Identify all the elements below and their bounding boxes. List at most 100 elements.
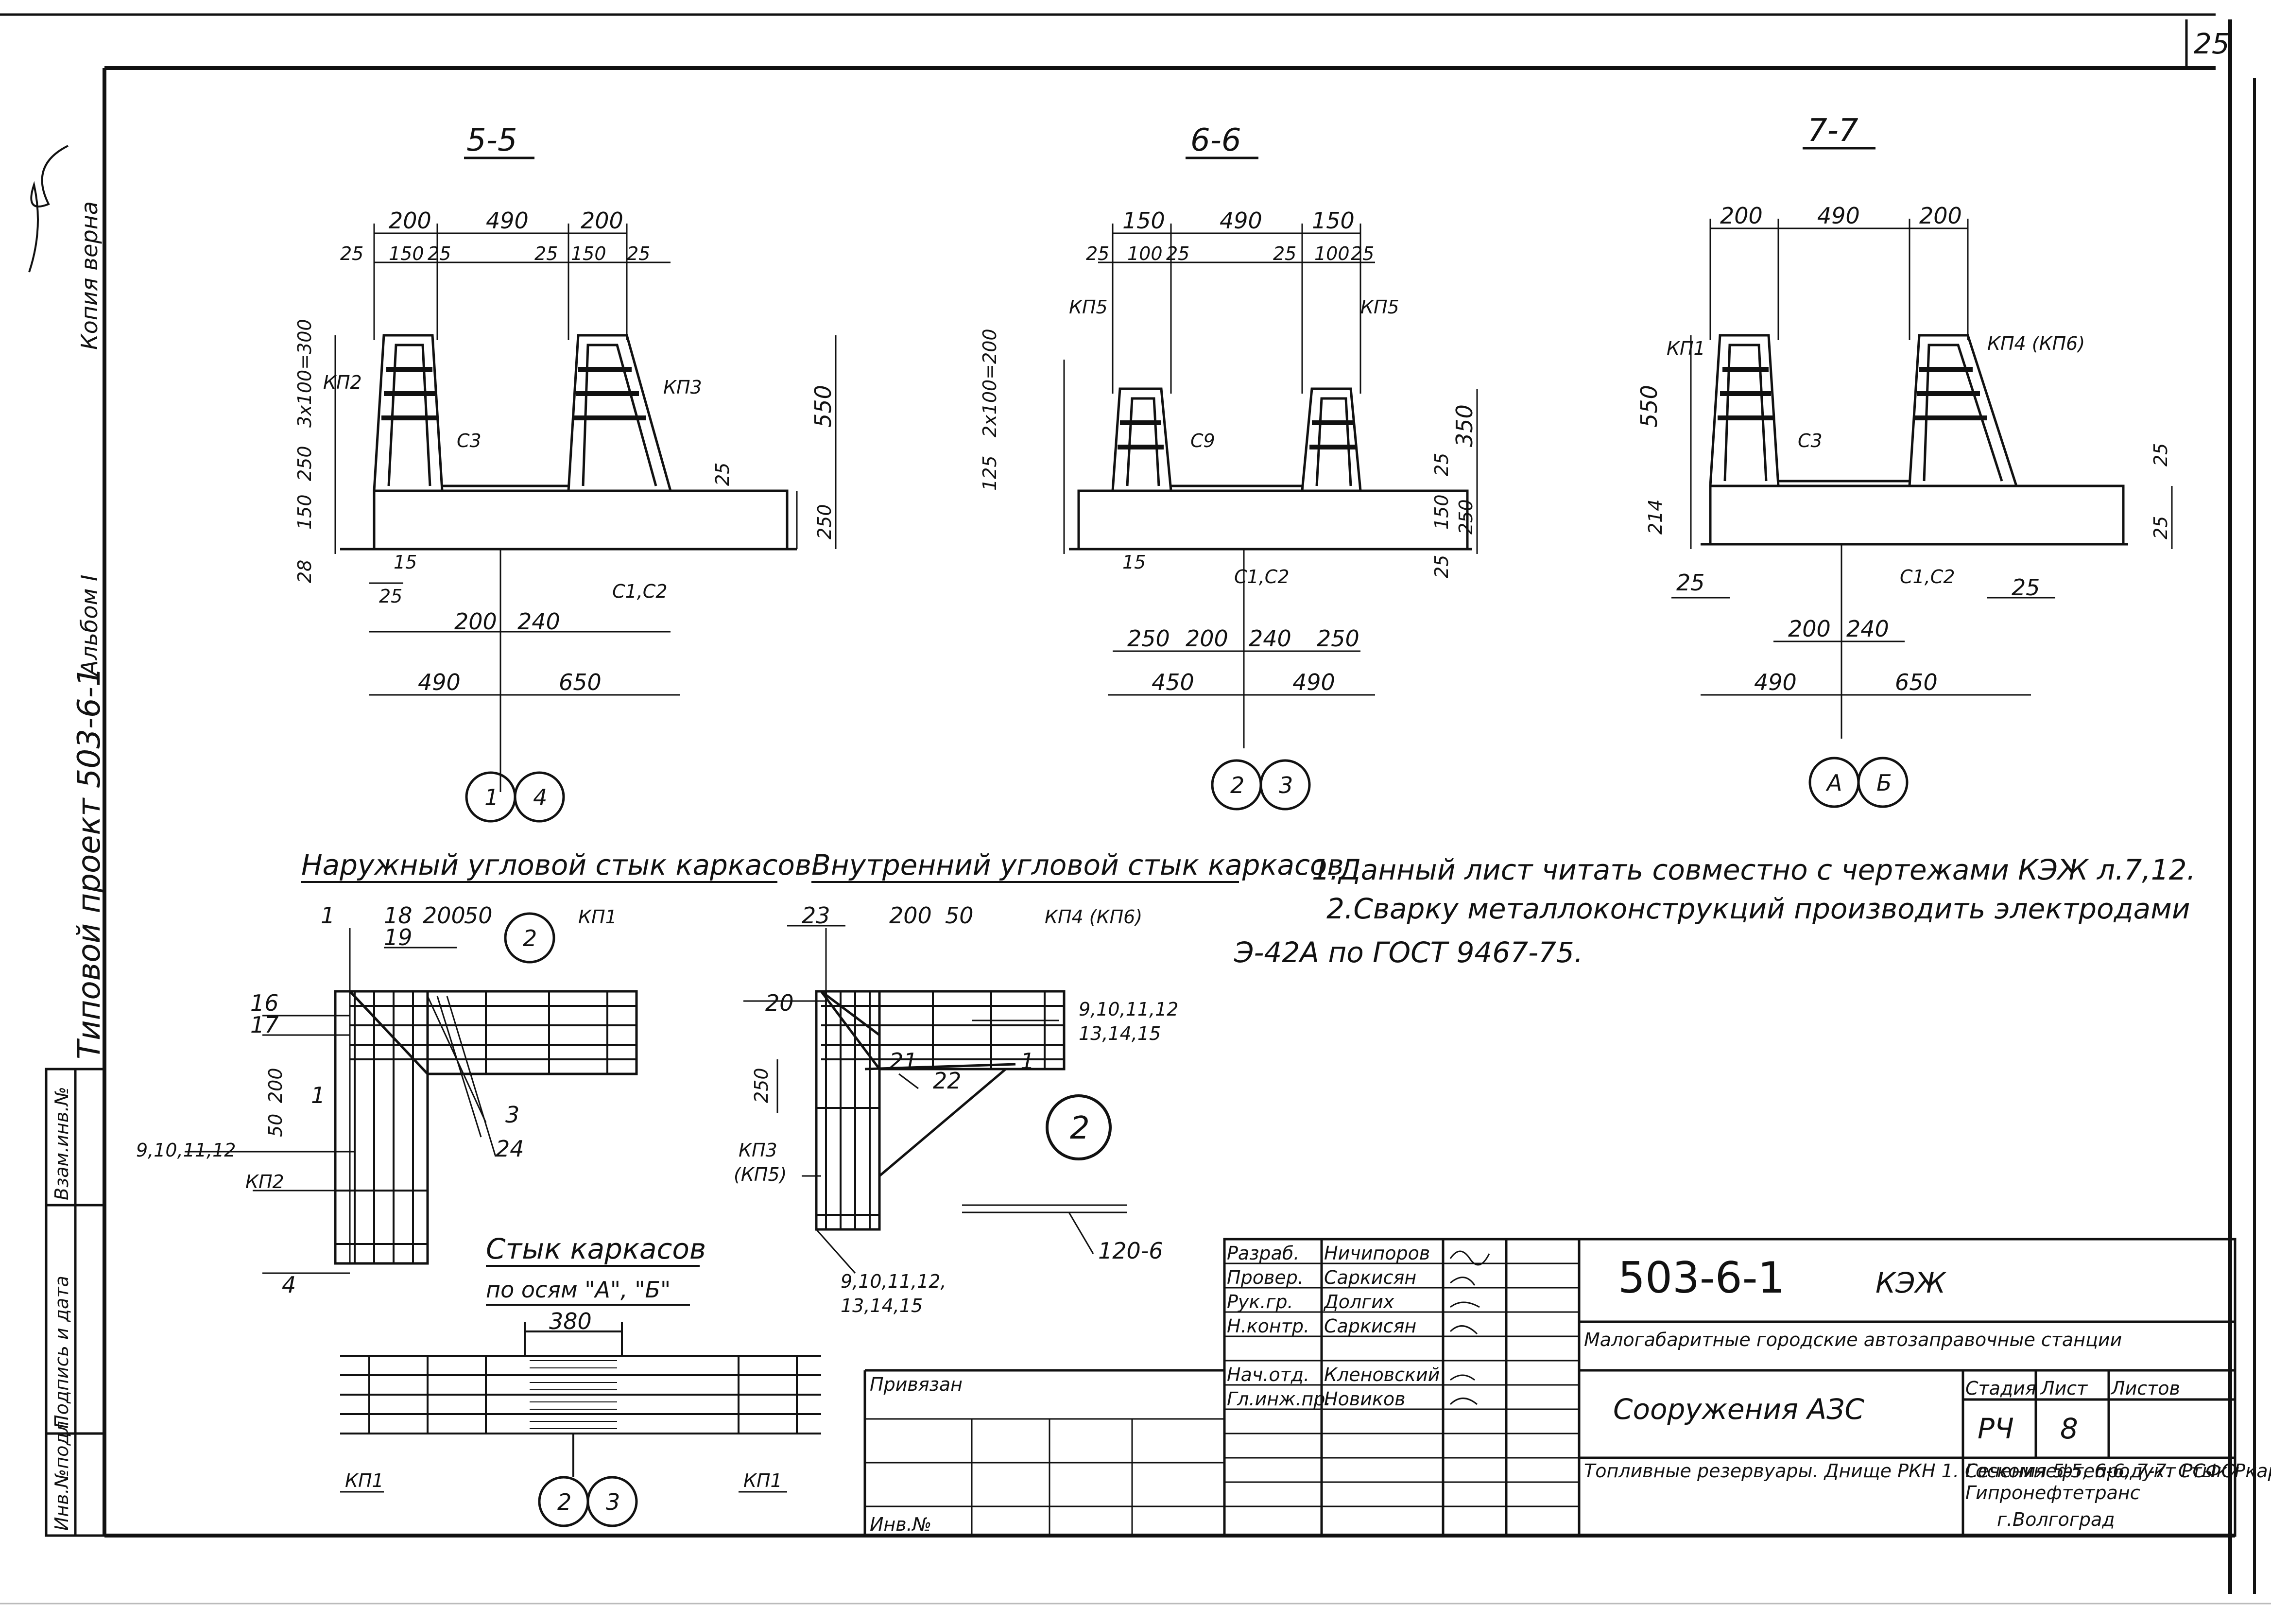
dim: 200 [889,902,932,929]
dim: 23 [802,902,830,929]
dim: 650 [559,669,602,695]
axis-joint-title1: Стык каркасов [486,1232,706,1265]
dim: 490 [1754,669,1797,695]
label: 13,14,15 [1079,1023,1161,1044]
axis-marker: 2 [1230,772,1244,798]
label: КП3 [663,377,702,398]
label: 1 [311,1082,325,1108]
dim: 15 [1122,552,1146,573]
label: 17 [250,1012,279,1038]
label: КП1 [1667,338,1705,359]
side-stamp: Копия верна Типовой проект 503-6-1 Альбо… [28,145,107,1537]
axis-marker: 3 [606,1489,620,1515]
sheets-label: Листов [2110,1378,2180,1399]
label: КП2 [245,1171,284,1192]
label: 19 [384,924,413,950]
dim: 490 [486,207,529,234]
dim: 25 [340,243,363,264]
dim: 550 [810,385,836,428]
label: 13,14,15 [841,1295,923,1316]
dim: 490 [418,669,461,695]
title-block: Разраб. Провер. Рук.гр. Н.контр. Нач.отд… [863,1238,2271,1537]
dim: 25 [1351,243,1374,264]
stamp-col-inv: Инв.№подл. [51,1415,72,1531]
label: 21 [889,1048,918,1074]
sheet-value: 8 [2060,1412,2078,1445]
label: С9 [1190,430,1215,451]
doc-code: 503-6-1 [1618,1253,1785,1303]
dim: 25 [1273,243,1296,264]
signature-marks [1449,1250,1490,1405]
project-text: Типовой проект 503-6-1 [71,667,107,1059]
privyazan-label: Привязан [870,1374,963,1395]
dim: 450 [1152,669,1194,695]
dim: 200 [1186,625,1228,652]
section-5-5: 5-5 200 [294,122,837,823]
sheet-label: Лист [2040,1378,2088,1399]
dim: 250 [1455,499,1477,535]
sheet-title: Топливные резервуары. Днище РКН 1. Сечен… [1584,1460,2271,1482]
label: 1 [321,902,335,929]
label: 3 [505,1102,519,1128]
doc-code-suffix: КЭЖ [1875,1266,1947,1299]
notes: 1.Данный лист читать совместно с чертежа… [1234,853,2196,969]
label: С3 [1798,430,1823,451]
label: 9,10,11,12, [841,1271,946,1292]
dim: 650 [1895,669,1938,695]
name: Саркисян [1324,1315,1416,1337]
dim: 15 [394,552,417,573]
section-title: 5-5 [466,122,517,158]
dim: 25 [379,586,402,607]
dim: 250 [814,504,835,539]
dim: 50 [945,902,974,929]
label: КП1 [578,906,617,928]
axis-joint-title2: по осям "А", "Б" [486,1277,671,1303]
note-3: Э-42А по ГОСТ 9467-75. [1234,936,1583,969]
dim: 200 [265,1068,286,1103]
dim: 150 [1312,207,1355,234]
album-text: Альбом I [76,575,103,677]
axis-marker: 2 [557,1489,571,1515]
label: 9,10,11,12 [1079,999,1178,1020]
dim: 240 [517,608,560,635]
dim: 490 [1220,207,1262,234]
note-1: 1.Данный лист читать совместно с чертежа… [1312,853,2196,886]
dim: 150 [1122,207,1165,234]
city: г.Волгоград [1997,1509,2115,1530]
label: 24 [496,1136,524,1162]
label: С1,С2 [1234,566,1290,587]
label: С1,С2 [612,581,668,602]
note-2: 2.Сварку металлоконструкций производить … [1326,892,2190,925]
dim: 240 [1846,616,1889,642]
dim: 200 [454,608,497,635]
role: Гл.инж.пр. [1227,1388,1331,1410]
outer-joint-title: Наружный угловой стык каркасов [301,848,811,881]
name: Долгих [1323,1291,1394,1313]
axis-marker: 4 [533,784,547,811]
axis-joint-detail: Стык каркасов по осям "А", "Б" 380 КП1 К… [340,1232,821,1527]
label: 18 [384,902,413,929]
dim: 28 [294,560,315,583]
dim: 100 [1127,243,1163,264]
dim: 25 [1166,243,1189,264]
dim: 200 [1788,616,1831,642]
dim: 25 [534,243,558,264]
org-name: Госкомнефтепродукт РСФСР [1965,1460,2245,1482]
stage-label: Стадия [1965,1378,2036,1399]
label: КП1 [345,1470,384,1491]
dim: 250 [294,446,315,481]
label: КП4 (КП6) [1045,906,1142,928]
label: 200 [423,902,465,929]
label: КП1 [743,1470,782,1491]
dim: 25 [712,463,733,486]
dim: 25 [1676,570,1705,596]
dim: 214 [1645,499,1666,535]
dim: 2x100=200 [979,328,1000,437]
role: Н.контр. [1227,1315,1309,1337]
sheet-number: 25 [2194,27,2230,60]
label: С1,С2 [1900,566,1955,587]
dim: 25 [1431,555,1452,578]
name: Кленовский [1324,1364,1440,1385]
role: Рук.гр. [1227,1291,1293,1313]
